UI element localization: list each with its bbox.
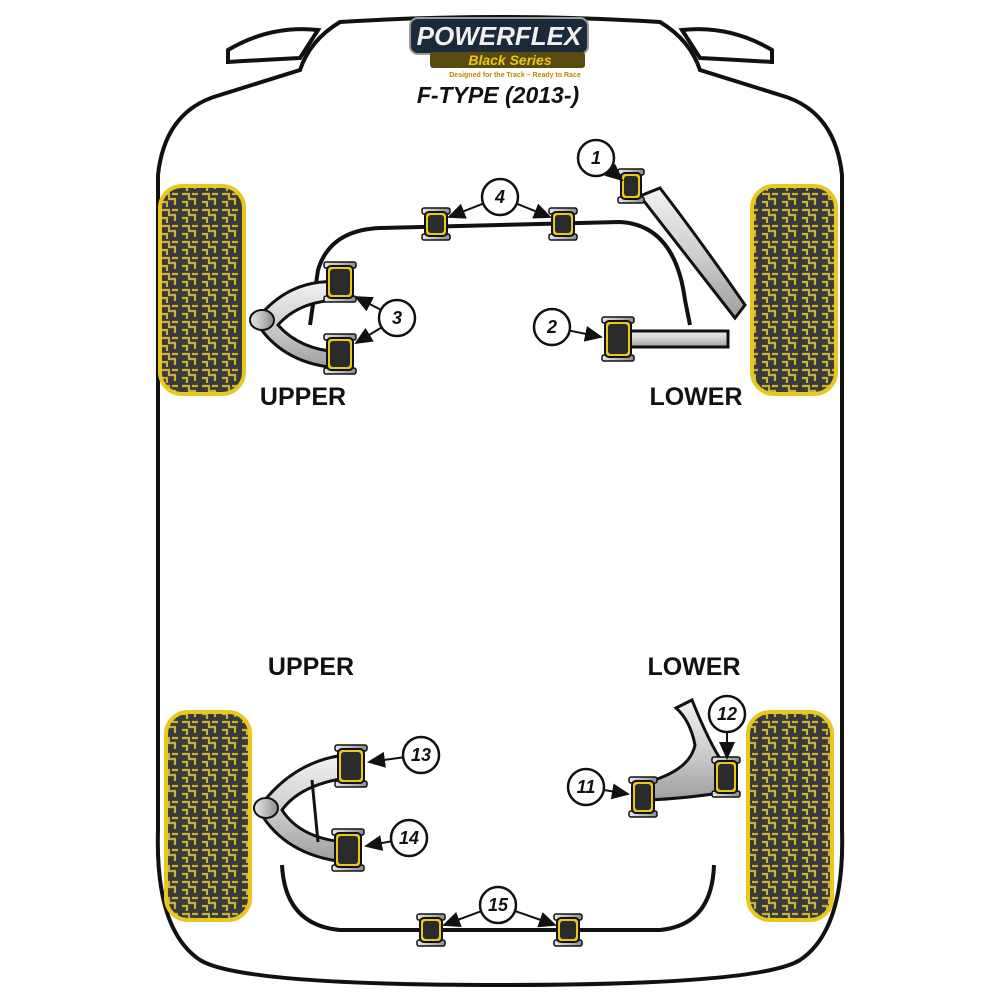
brand-tagline: Designed for the Track – Ready to Race [449, 72, 581, 79]
front-lower-arm [637, 186, 747, 321]
callout-number: 15 [488, 895, 509, 915]
callout-arrow [517, 203, 552, 219]
callout-arrow [354, 296, 381, 312]
callout-number: 1 [591, 148, 601, 168]
bush-4-right [548, 207, 578, 241]
callout-15: 15 [442, 885, 557, 928]
tyre-rear-left [164, 710, 252, 922]
front-anti-roll-bar [308, 219, 692, 326]
rear-anti-roll-bar [280, 864, 716, 932]
callout-arrow [354, 327, 382, 345]
callout-circle [566, 767, 606, 807]
brand-name: POWERFLEX [417, 21, 583, 51]
label-rear-lower: LOWER [647, 653, 740, 681]
callout-arrow [604, 783, 630, 800]
bush-2 [601, 316, 635, 362]
callout-circle [478, 885, 518, 925]
bush-11 [628, 776, 658, 818]
callout-circle [401, 735, 441, 775]
callout-circle [576, 138, 616, 178]
callout-number: 13 [411, 745, 431, 765]
callout-12: 12 [707, 694, 747, 760]
callout-14: 14 [364, 818, 429, 858]
callout-circle [480, 177, 520, 217]
label-front-upper: UPPER [260, 383, 346, 411]
callout-circle [377, 298, 417, 338]
callout-arrow [604, 163, 624, 182]
callout-4: 4 [447, 177, 552, 219]
callout-number: 2 [546, 317, 557, 337]
callout-circle [707, 694, 747, 734]
bush-13 [334, 744, 368, 788]
rear-upper-wishbone [258, 753, 348, 864]
callout-number: 12 [717, 704, 737, 724]
bush-12 [711, 756, 741, 798]
callout-13: 13 [367, 735, 441, 775]
callout-number: 14 [399, 828, 419, 848]
rear-upper-balljoint [253, 797, 279, 819]
bush-15-right [553, 913, 583, 947]
bush-15-left [416, 913, 446, 947]
right-mirror [678, 27, 774, 65]
front-upper-balljoint [249, 309, 275, 331]
callout-11: 11 [566, 767, 630, 807]
callout-arrow [442, 910, 481, 927]
callout-circle [389, 818, 429, 858]
powerflex-logo: POWERFLEX Black Series Designed for the … [409, 17, 589, 79]
bush-4-left [421, 207, 451, 241]
bush-1 [617, 168, 645, 204]
callout-3: 3 [354, 296, 417, 345]
callout-number: 3 [392, 308, 402, 328]
car-body-outline [155, 15, 845, 988]
callout-arrow [570, 325, 603, 342]
brand-series: Black Series [468, 52, 551, 68]
front-lower-rod [626, 329, 730, 349]
rear-upper-strut [310, 779, 320, 843]
bush-3-top [323, 261, 357, 303]
callout-arrow [367, 751, 403, 768]
bush-3-bottom [323, 333, 357, 375]
callout-1: 1 [576, 138, 624, 182]
callout-arrow [447, 203, 483, 219]
callout-arrow [515, 910, 557, 928]
tyre-front-left [158, 184, 246, 396]
tyre-front-right [750, 184, 838, 396]
callout-number: 4 [494, 187, 505, 207]
label-front-lower: LOWER [649, 383, 742, 411]
callout-2: 2 [532, 307, 603, 347]
tyre-rear-right [746, 710, 834, 922]
callout-arrow [364, 835, 391, 851]
bush-14 [331, 828, 365, 872]
callout-circle [532, 307, 572, 347]
page-title: F-TYPE (2013-) [417, 82, 579, 108]
callout-number: 11 [577, 777, 596, 797]
label-rear-upper: UPPER [268, 653, 354, 681]
front-upper-wishbone [256, 280, 344, 370]
left-mirror [226, 27, 322, 65]
